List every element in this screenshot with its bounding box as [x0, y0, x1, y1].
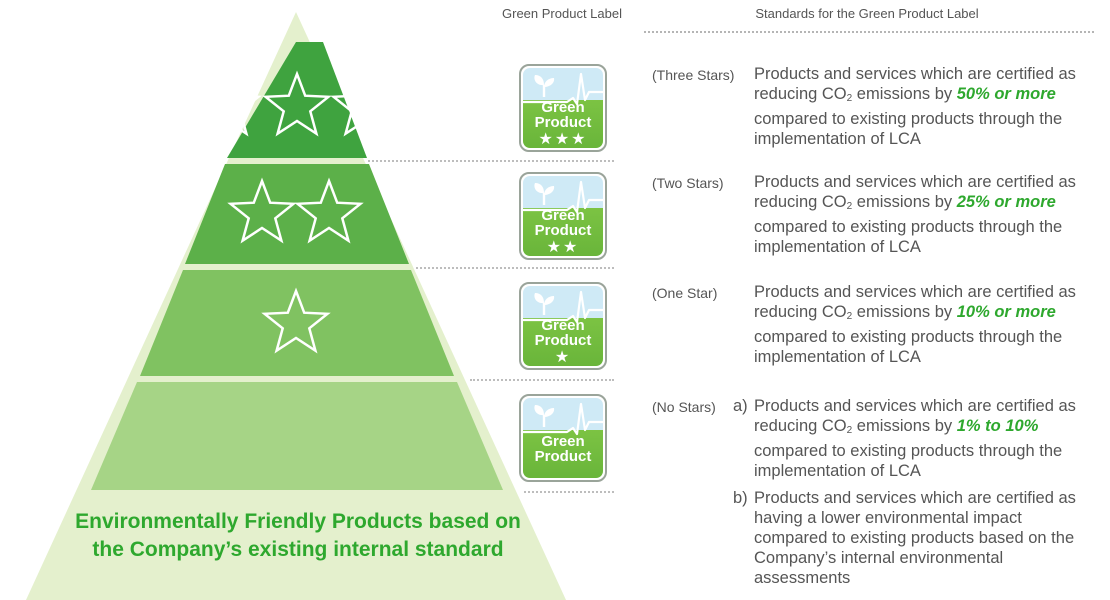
description-text: compared to existing products through th…: [754, 218, 1063, 256]
tier-name: (Three Stars): [652, 67, 735, 83]
tier-two-stars: [185, 164, 409, 264]
option-b-marker: b): [733, 489, 748, 507]
label-text-product: Product: [534, 222, 592, 239]
description-text: Products and services which are certifie…: [754, 397, 1076, 435]
heartbeat-line-icon: [523, 290, 603, 324]
tier-one-star: [140, 270, 454, 376]
description-text: emissions by: [852, 193, 957, 211]
description-text: compared to existing products through th…: [754, 328, 1063, 366]
description-text: emissions by: [852, 85, 957, 103]
label-star-icons: ★: [554, 349, 572, 366]
co2-subscript: 2: [846, 93, 853, 104]
tier-name: (Two Stars): [652, 175, 724, 191]
description-text: compared to existing products through th…: [754, 110, 1063, 148]
standards-column-header: Standards for the Green Product Label: [755, 6, 979, 21]
label-text-green: Green: [541, 99, 585, 116]
pyramid-star-icon: [294, 177, 364, 244]
label-text-green: Green: [541, 207, 585, 224]
sprout-icon: [534, 293, 555, 315]
heartbeat-line-icon: [523, 72, 603, 106]
tier-three-stars: [227, 42, 367, 158]
separator-tier-4: [524, 491, 614, 493]
description-text: Products and services which are certifie…: [754, 65, 1076, 103]
pyramid-star-icon: [330, 70, 400, 137]
sprout-icon: [534, 405, 555, 427]
pyramid-star-icon: [261, 287, 331, 354]
tier-description: Products and services which are certifie…: [754, 172, 1099, 257]
co2-subscript: 2: [846, 311, 853, 322]
tier-name: (No Stars): [652, 399, 716, 415]
pyramid-base-text: Environmentally Friendly Products based …: [75, 510, 521, 561]
label-column-header: Green Product Label: [502, 6, 622, 21]
tier-description-b: Products and services which are certifie…: [754, 489, 1076, 587]
reduction-threshold: 25% or more: [956, 193, 1056, 211]
co2-subscript: 2: [846, 425, 853, 436]
description-text: compared to existing products through th…: [754, 442, 1063, 480]
pyramid-star-icon: [192, 70, 262, 137]
heartbeat-line-icon: [523, 402, 603, 436]
separator-tier-3: [470, 379, 614, 381]
separator-tier-2: [416, 267, 614, 269]
description-text: emissions by: [852, 417, 957, 435]
option-a-marker: a): [733, 397, 748, 415]
pyramid-star-icon: [227, 177, 297, 244]
description-text: Products and services which are certifie…: [754, 283, 1076, 321]
label-text-product: Product: [534, 332, 592, 349]
reduction-threshold: 1% to 10%: [956, 417, 1039, 435]
tier-no-stars: [91, 382, 503, 490]
description-text: Products and services which are certifie…: [754, 173, 1076, 211]
co2-subscript: 2: [846, 201, 853, 212]
description-text: emissions by: [852, 303, 957, 321]
sprout-icon: [534, 75, 555, 97]
pyramid-star-icon: [262, 70, 332, 137]
header-divider: [644, 31, 1094, 33]
pyramid-star-icons: [192, 70, 400, 354]
tier-description: Products and services which are certifie…: [754, 64, 1099, 149]
label-text-product: Product: [534, 114, 592, 131]
reduction-threshold: 50% or more: [956, 85, 1056, 103]
label-star-icons: ★★★: [538, 131, 588, 148]
separator-tier-1: [368, 160, 614, 162]
sprout-icon: [534, 183, 555, 205]
green-product-pyramid: [26, 12, 566, 600]
label-star-icons: ★★: [546, 239, 580, 256]
heartbeat-line-icon: [523, 180, 603, 214]
reduction-threshold: 10% or more: [956, 303, 1056, 321]
label-text-green: Green: [541, 433, 585, 450]
label-text-green: Green: [541, 317, 585, 334]
tier-name: (One Star): [652, 285, 718, 301]
tier-description: Products and services which are certifie…: [754, 396, 1099, 481]
tier-description: Products and services which are certifie…: [754, 282, 1099, 367]
label-text-product: Product: [534, 448, 592, 465]
